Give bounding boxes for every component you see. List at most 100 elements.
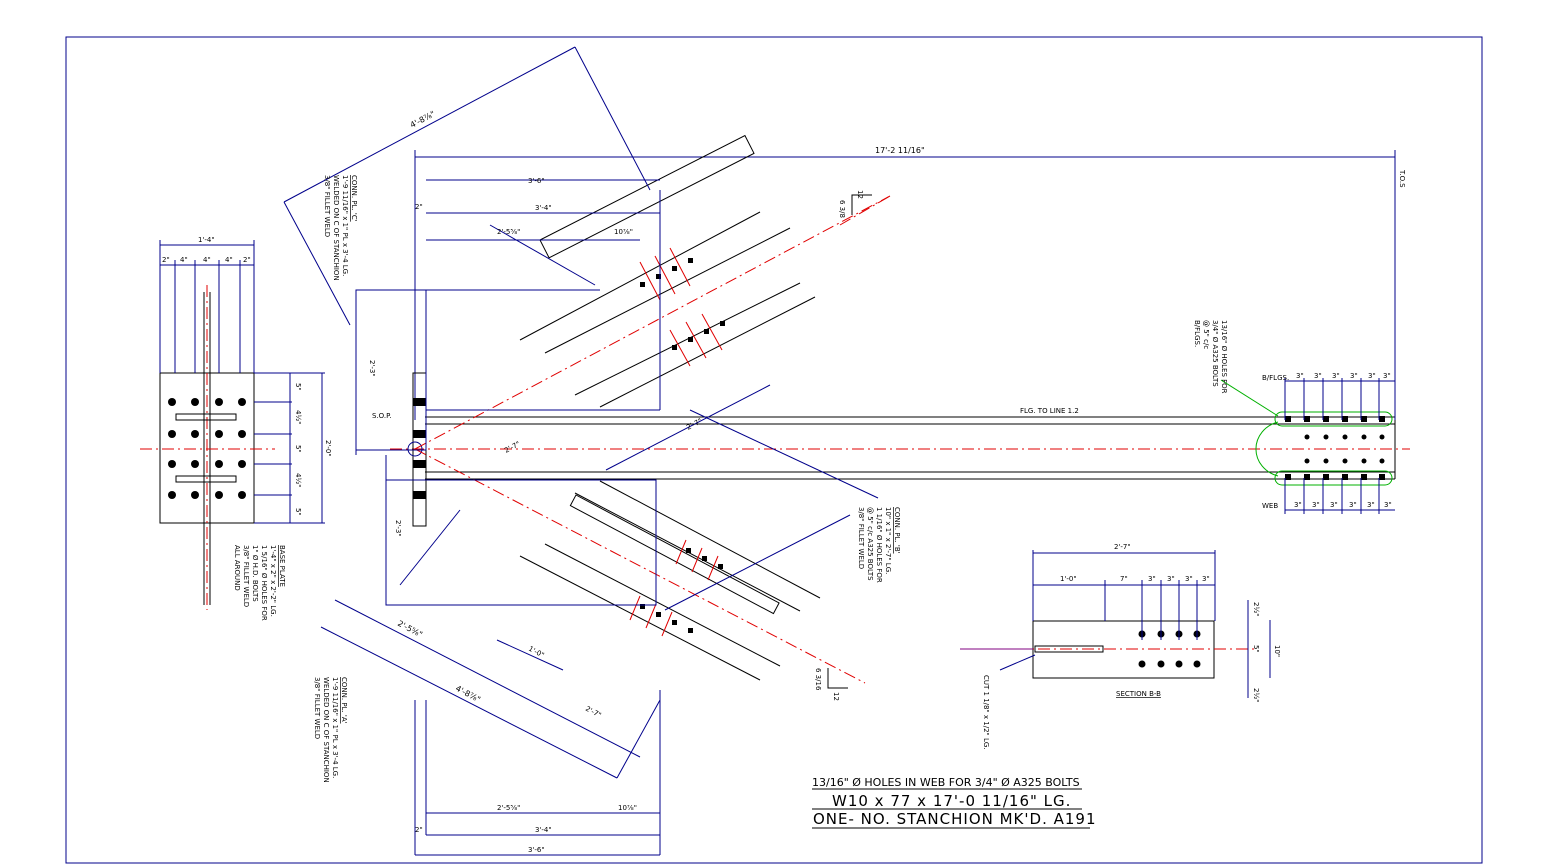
svg-text:3": 3" bbox=[1294, 501, 1302, 509]
svg-text:2": 2" bbox=[162, 256, 170, 264]
svg-text:2'-7": 2'-7" bbox=[685, 417, 703, 432]
upper-brace-bolts bbox=[640, 258, 725, 350]
svg-text:CONN. PL. 'C': CONN. PL. 'C' bbox=[350, 175, 358, 222]
svg-text:4": 4" bbox=[180, 256, 188, 264]
svg-text:1 5/16" Ø HOLES FOR: 1 5/16" Ø HOLES FOR bbox=[260, 545, 268, 621]
svg-text:1'-4" x 2" x 2'-2" LG.: 1'-4" x 2" x 2'-2" LG. bbox=[269, 545, 277, 617]
svg-text:2": 2" bbox=[415, 826, 423, 834]
note-bolt-holes: 13/16" Ø HOLES FOR 3/4" Ø A325 BOLTS @ 5… bbox=[1193, 320, 1228, 394]
svg-text:3": 3" bbox=[1202, 575, 1210, 583]
overall-dimension: 17'-2 11/16" T.O.S bbox=[414, 146, 1406, 420]
svg-text:2": 2" bbox=[415, 203, 423, 211]
svg-text:1'-9 11/16" x 1" PL x 3'-4 LG.: 1'-9 11/16" x 1" PL x 3'-4 LG. bbox=[331, 677, 339, 778]
web-bolt-holes bbox=[1220, 379, 1393, 486]
svg-text:17'-2 11/16": 17'-2 11/16" bbox=[875, 146, 925, 155]
svg-text:T.O.S: T.O.S bbox=[1398, 169, 1406, 188]
svg-text:CONN. PL. 'B': CONN. PL. 'B' bbox=[893, 507, 901, 554]
svg-text:3'-6": 3'-6" bbox=[528, 177, 545, 185]
svg-text:B/FLGS.: B/FLGS. bbox=[1262, 374, 1289, 382]
svg-text:3": 3" bbox=[1383, 372, 1391, 380]
svg-text:10⅞": 10⅞" bbox=[614, 228, 633, 236]
svg-text:B/FLGS.: B/FLGS. bbox=[1193, 320, 1201, 347]
svg-text:3": 3" bbox=[1148, 575, 1156, 583]
svg-text:6 3/16: 6 3/16 bbox=[814, 668, 822, 691]
lower-brace bbox=[414, 448, 866, 684]
svg-text:13/16" Ø HOLES FOR: 13/16" Ø HOLES FOR bbox=[1220, 320, 1228, 394]
svg-text:12: 12 bbox=[856, 190, 864, 199]
svg-text:10" x 1" x 2'-7" LG.: 10" x 1" x 2'-7" LG. bbox=[884, 507, 892, 574]
svg-text:CONN. PL. 'A': CONN. PL. 'A' bbox=[340, 677, 348, 724]
flg-line-label: FLG. TO LINE 1.2 bbox=[1020, 407, 1079, 415]
svg-text:2½": 2½" bbox=[1252, 602, 1260, 616]
svg-text:@ 5" c/c: @ 5" c/c bbox=[1202, 320, 1210, 349]
note-conn-b: CONN. PL. 'B' 10" x 1" x 2'-7" LG. 1 1/1… bbox=[857, 507, 901, 583]
svg-text:3": 3" bbox=[1368, 372, 1376, 380]
svg-text:WELDED ON C OF STANCHION: WELDED ON C OF STANCHION bbox=[332, 175, 340, 281]
svg-text:2'-7": 2'-7" bbox=[584, 705, 602, 720]
svg-text:5": 5" bbox=[294, 383, 302, 391]
svg-text:10⅞": 10⅞" bbox=[618, 804, 637, 812]
svg-text:2'-5⅝": 2'-5⅝" bbox=[497, 804, 520, 812]
note-conn-a: CONN. PL. 'A' 1'-9 11/16" x 1" PL x 3'-4… bbox=[313, 677, 348, 783]
svg-text:5": 5" bbox=[1252, 645, 1260, 653]
svg-text:1 1/16" Ø HOLES FOR: 1 1/16" Ø HOLES FOR bbox=[875, 507, 883, 583]
svg-text:4½": 4½" bbox=[294, 473, 302, 487]
svg-text:6 3/8: 6 3/8 bbox=[838, 200, 846, 218]
svg-text:3'-4": 3'-4" bbox=[535, 826, 552, 834]
svg-text:3'-6": 3'-6" bbox=[528, 846, 545, 854]
note-base-plate: BASE PLATE 1'-4" x 2" x 2'-2" LG. 1 5/16… bbox=[233, 545, 286, 621]
svg-text:7": 7" bbox=[1120, 575, 1128, 583]
title-line-2: W10 x 77 x 17'-0 11/16" LG. bbox=[832, 792, 1071, 810]
svg-text:3'-4": 3'-4" bbox=[535, 204, 552, 212]
svg-text:2½": 2½" bbox=[1252, 688, 1260, 702]
note-conn-c: CONN. PL. 'C' 1'-9 11/16" x 1" PL x 3'-4… bbox=[323, 175, 358, 281]
svg-text:3": 3" bbox=[1314, 372, 1322, 380]
base-plate-detail: 1'-4" 2" 4" 4" 4" 2" 5" 4½" 5" 4½" 5" 2'… bbox=[140, 236, 332, 610]
svg-text:3/8" FILLET WELD: 3/8" FILLET WELD bbox=[857, 507, 865, 569]
section-b-b: 2'-7" 1'-0" 7" 3" 3" 3" 3" 2½" 5" 10" 2½… bbox=[960, 543, 1281, 750]
svg-text:2'-3": 2'-3" bbox=[394, 520, 402, 537]
svg-text:WEB: WEB bbox=[1262, 502, 1278, 510]
svg-text:3": 3" bbox=[1384, 501, 1392, 509]
slope-symbols: 6 3/8 12 6 3/16 12 bbox=[814, 190, 872, 701]
upper-dims: 3'-6" 3'-4" 2'-5⅝" 10⅞" 2'-3" 2'-7" 2" bbox=[368, 177, 633, 455]
title-line-1: 13/16" Ø HOLES IN WEB FOR 3/4" Ø A325 BO… bbox=[812, 776, 1080, 789]
svg-text:5": 5" bbox=[294, 445, 302, 453]
svg-text:1'-9 11/16" x 1" PL x 3'-4 LG.: 1'-9 11/16" x 1" PL x 3'-4 LG. bbox=[341, 175, 349, 276]
svg-text:3/8" FILLET WELD: 3/8" FILLET WELD bbox=[242, 545, 250, 607]
svg-text:3": 3" bbox=[1367, 501, 1375, 509]
anchor-bolt-holes bbox=[168, 398, 246, 499]
svg-text:3/4" Ø A325 BOLTS: 3/4" Ø A325 BOLTS bbox=[1211, 320, 1219, 387]
svg-text:4½": 4½" bbox=[294, 410, 302, 424]
svg-text:2'-0": 2'-0" bbox=[324, 440, 332, 457]
svg-text:10": 10" bbox=[1273, 645, 1281, 657]
svg-text:S.O.P.: S.O.P. bbox=[372, 412, 391, 420]
svg-text:2'-5⅝": 2'-5⅝" bbox=[497, 228, 520, 236]
svg-text:12: 12 bbox=[832, 692, 840, 701]
svg-text:3": 3" bbox=[1349, 501, 1357, 509]
title-line-3: ONE- NO. STANCHION MK'D. A191 bbox=[813, 810, 1097, 828]
svg-text:ALL AROUND: ALL AROUND bbox=[233, 545, 241, 591]
svg-text:4": 4" bbox=[203, 256, 211, 264]
svg-text:3/8" FILLET WELD: 3/8" FILLET WELD bbox=[323, 175, 331, 237]
svg-text:4'-8⅞": 4'-8⅞" bbox=[454, 684, 482, 704]
svg-text:3": 3" bbox=[1350, 372, 1358, 380]
section-bolt-holes bbox=[1138, 630, 1201, 668]
title-block: 13/16" Ø HOLES IN WEB FOR 3/4" Ø A325 BO… bbox=[812, 776, 1097, 829]
svg-text:5": 5" bbox=[294, 508, 302, 516]
svg-text:2": 2" bbox=[243, 256, 251, 264]
svg-text:3/8" FILLET WELD: 3/8" FILLET WELD bbox=[313, 677, 321, 739]
svg-text:CUT 1 1/8" x 1/2" LG.: CUT 1 1/8" x 1/2" LG. bbox=[982, 675, 990, 750]
svg-text:3": 3" bbox=[1330, 501, 1338, 509]
svg-text:3": 3" bbox=[1312, 501, 1320, 509]
gusset-outlines bbox=[355, 179, 661, 856]
svg-text:1'-0": 1'-0" bbox=[1060, 575, 1077, 583]
svg-text:3": 3" bbox=[1185, 575, 1193, 583]
svg-text:4'-8⅞": 4'-8⅞" bbox=[409, 109, 437, 129]
svg-text:SECTION B-B: SECTION B-B bbox=[1116, 690, 1161, 698]
lower-dims: 2'-5⅝" 10⅞" 3'-4" 3'-6" 2'-3" 2" bbox=[394, 520, 637, 854]
svg-text:2'-7": 2'-7" bbox=[1114, 543, 1131, 551]
svg-text:2'-3": 2'-3" bbox=[368, 360, 376, 377]
svg-text:@ 5" c/c A325 BOLTS: @ 5" c/c A325 BOLTS bbox=[866, 507, 874, 581]
